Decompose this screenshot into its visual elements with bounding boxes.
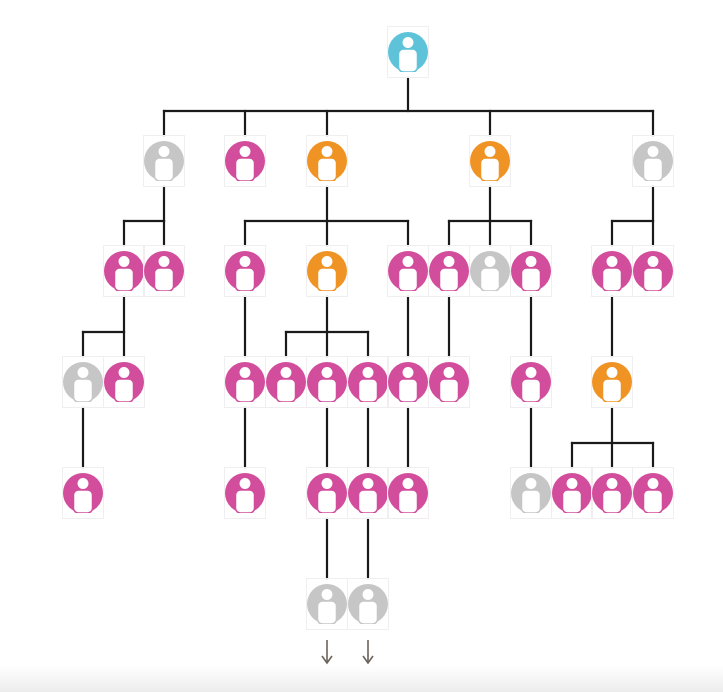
node-l2-3 (224, 245, 266, 297)
person-icon (633, 473, 673, 513)
person-icon (104, 362, 144, 402)
continue-arrow-icon (362, 640, 374, 665)
continue-arrow-icon (321, 640, 333, 665)
node-l3-4 (265, 356, 307, 408)
node-l1-1 (143, 135, 185, 187)
node-l2-4 (306, 245, 348, 297)
person-icon (144, 251, 184, 291)
person-icon (63, 362, 103, 402)
node-l2-5 (387, 245, 429, 297)
person-icon (348, 584, 388, 624)
person-icon (592, 362, 632, 402)
node-l5-2 (347, 578, 389, 630)
node-l4-4 (347, 467, 389, 519)
person-icon (552, 473, 592, 513)
node-l5-1 (306, 578, 348, 630)
person-icon (104, 251, 144, 291)
person-icon (388, 473, 428, 513)
person-icon (388, 362, 428, 402)
person-icon (307, 584, 347, 624)
node-l3-5 (306, 356, 348, 408)
node-l2-9 (591, 245, 633, 297)
node-l4-9 (632, 467, 674, 519)
person-icon (511, 251, 551, 291)
node-l4-6 (510, 467, 552, 519)
node-l2-2 (143, 245, 185, 297)
node-l2-8 (510, 245, 552, 297)
node-l3-3 (224, 356, 266, 408)
node-l4-1 (62, 467, 104, 519)
node-l4-5 (387, 467, 429, 519)
person-icon (633, 251, 673, 291)
node-l3-1 (62, 356, 104, 408)
person-icon (63, 473, 103, 513)
person-icon (470, 141, 510, 181)
person-icon (307, 362, 347, 402)
person-icon (225, 362, 265, 402)
node-l1-4 (469, 135, 511, 187)
person-icon (225, 251, 265, 291)
person-icon (144, 141, 184, 181)
person-icon (348, 362, 388, 402)
person-icon (307, 473, 347, 513)
person-icon (633, 141, 673, 181)
node-l3-8 (428, 356, 470, 408)
node-l3-2 (103, 356, 145, 408)
node-l2-6 (428, 245, 470, 297)
node-l3-7 (387, 356, 429, 408)
node-l1-2 (224, 135, 266, 187)
person-icon (307, 251, 347, 291)
node-root (387, 26, 429, 78)
node-l1-5 (632, 135, 674, 187)
node-l3-6 (347, 356, 389, 408)
person-icon (470, 251, 510, 291)
person-icon (266, 362, 306, 402)
node-l2-1 (103, 245, 145, 297)
person-icon (225, 141, 265, 181)
person-icon (388, 251, 428, 291)
node-l1-3 (306, 135, 348, 187)
node-l4-8 (591, 467, 633, 519)
bottom-fade (0, 666, 723, 692)
person-icon (388, 32, 428, 72)
person-icon (429, 251, 469, 291)
node-l4-3 (306, 467, 348, 519)
person-icon (511, 362, 551, 402)
node-l4-2 (224, 467, 266, 519)
node-l2-7 (469, 245, 511, 297)
node-l3-10 (591, 356, 633, 408)
node-l3-9 (510, 356, 552, 408)
person-icon (592, 251, 632, 291)
person-icon (429, 362, 469, 402)
person-icon (307, 141, 347, 181)
node-l2-10 (632, 245, 674, 297)
node-l4-7 (551, 467, 593, 519)
person-icon (225, 473, 265, 513)
person-icon (348, 473, 388, 513)
person-icon (592, 473, 632, 513)
person-icon (511, 473, 551, 513)
